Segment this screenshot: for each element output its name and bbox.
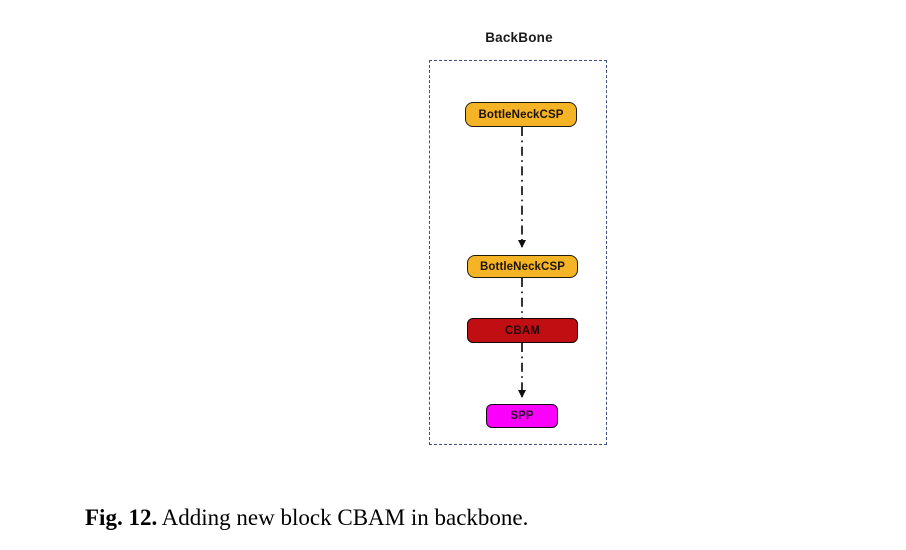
caption-text: Adding new block CBAM in backbone. [157, 505, 529, 530]
diagram-title: BackBone [485, 30, 553, 45]
node-spp: SPP [486, 404, 558, 428]
figure-caption: Fig. 12. Adding new block CBAM in backbo… [85, 505, 528, 531]
node-bottleneckcsp-2: BottleNeckCSP [467, 255, 578, 278]
caption-figure-number: Fig. 12. [85, 505, 158, 530]
node-label: BottleNeckCSP [479, 260, 566, 273]
node-label: BottleNeckCSP [478, 108, 564, 121]
backbone-container-box [429, 60, 607, 445]
node-cbam: CBAM [467, 318, 578, 343]
node-label: CBAM [505, 324, 540, 337]
node-bottleneckcsp-1: BottleNeckCSP [465, 102, 577, 127]
node-label: SPP [510, 410, 534, 422]
